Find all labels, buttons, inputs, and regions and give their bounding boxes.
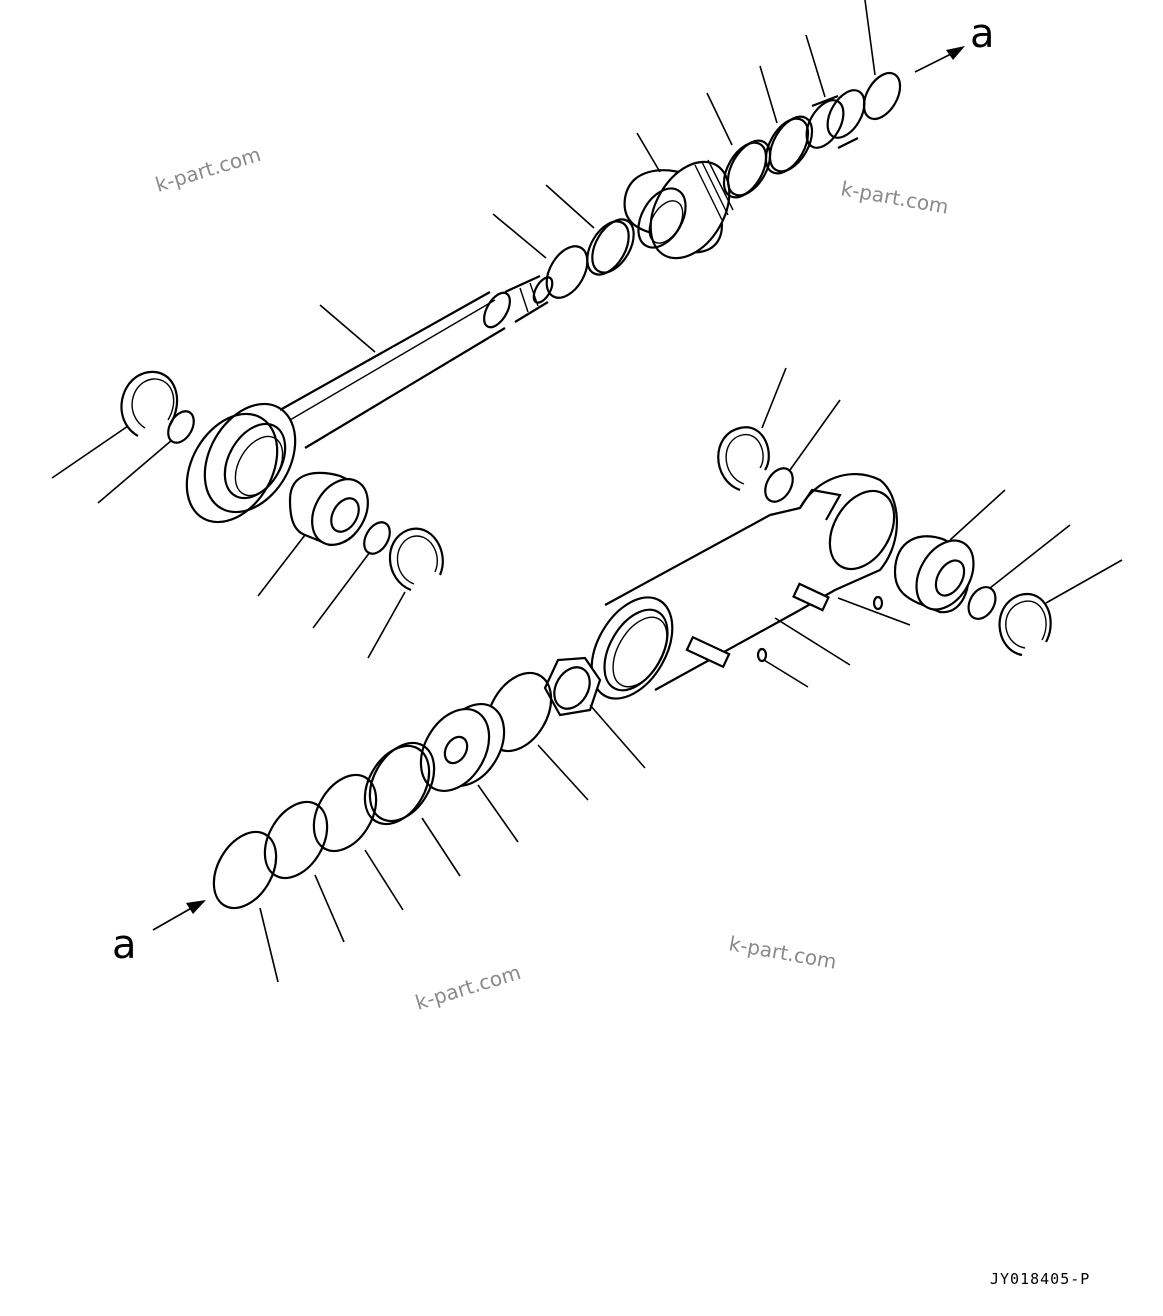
watermark: k-part.com [152, 142, 263, 197]
rod-end-bushing [288, 471, 369, 547]
leader-lines [51, 0, 1123, 983]
reference-arrow-top: a [914, 11, 995, 73]
piston-rod [185, 274, 554, 524]
piston-nut [543, 656, 602, 717]
rod-piston-ring [586, 218, 635, 276]
rod-end-snap-ring-right [388, 527, 444, 592]
fitting-o-ring-lower [756, 647, 768, 663]
watermark: k-part.com [727, 931, 838, 974]
rod-buffer-ring [545, 245, 589, 299]
reference-label-top: a [970, 11, 995, 57]
head-bushing [805, 89, 866, 149]
reference-label-bottom: a [112, 922, 137, 968]
head-dust-seal [862, 71, 902, 121]
head-backup-ring [722, 139, 772, 199]
watermark: k-part.com [412, 960, 523, 1015]
bottom-dust-seal [764, 467, 794, 503]
fitting-o-ring-upper [872, 595, 884, 611]
piston-wear-ring [363, 741, 436, 826]
rod-end-dust-seal [167, 410, 195, 444]
head-u-packing [764, 115, 814, 175]
piston-ring-3 [212, 830, 278, 910]
reference-arrow-bottom: a [112, 900, 206, 968]
grease-fitting [685, 582, 830, 669]
cylinder-tube [590, 472, 899, 700]
rod-end-snap-ring-left [120, 370, 179, 437]
piston [419, 702, 506, 793]
cylinder-head [623, 159, 734, 260]
bottom-bushing [893, 535, 975, 614]
watermark: k-part.com [839, 176, 950, 219]
piston-ring-1 [312, 773, 378, 853]
drawing-code: JY018405-P [990, 1270, 1090, 1288]
bottom-o-ring [967, 586, 997, 620]
bottom-snap-ring-right [998, 592, 1052, 657]
bottom-snap-ring-left [717, 426, 770, 492]
piston-ring-2 [263, 800, 329, 880]
